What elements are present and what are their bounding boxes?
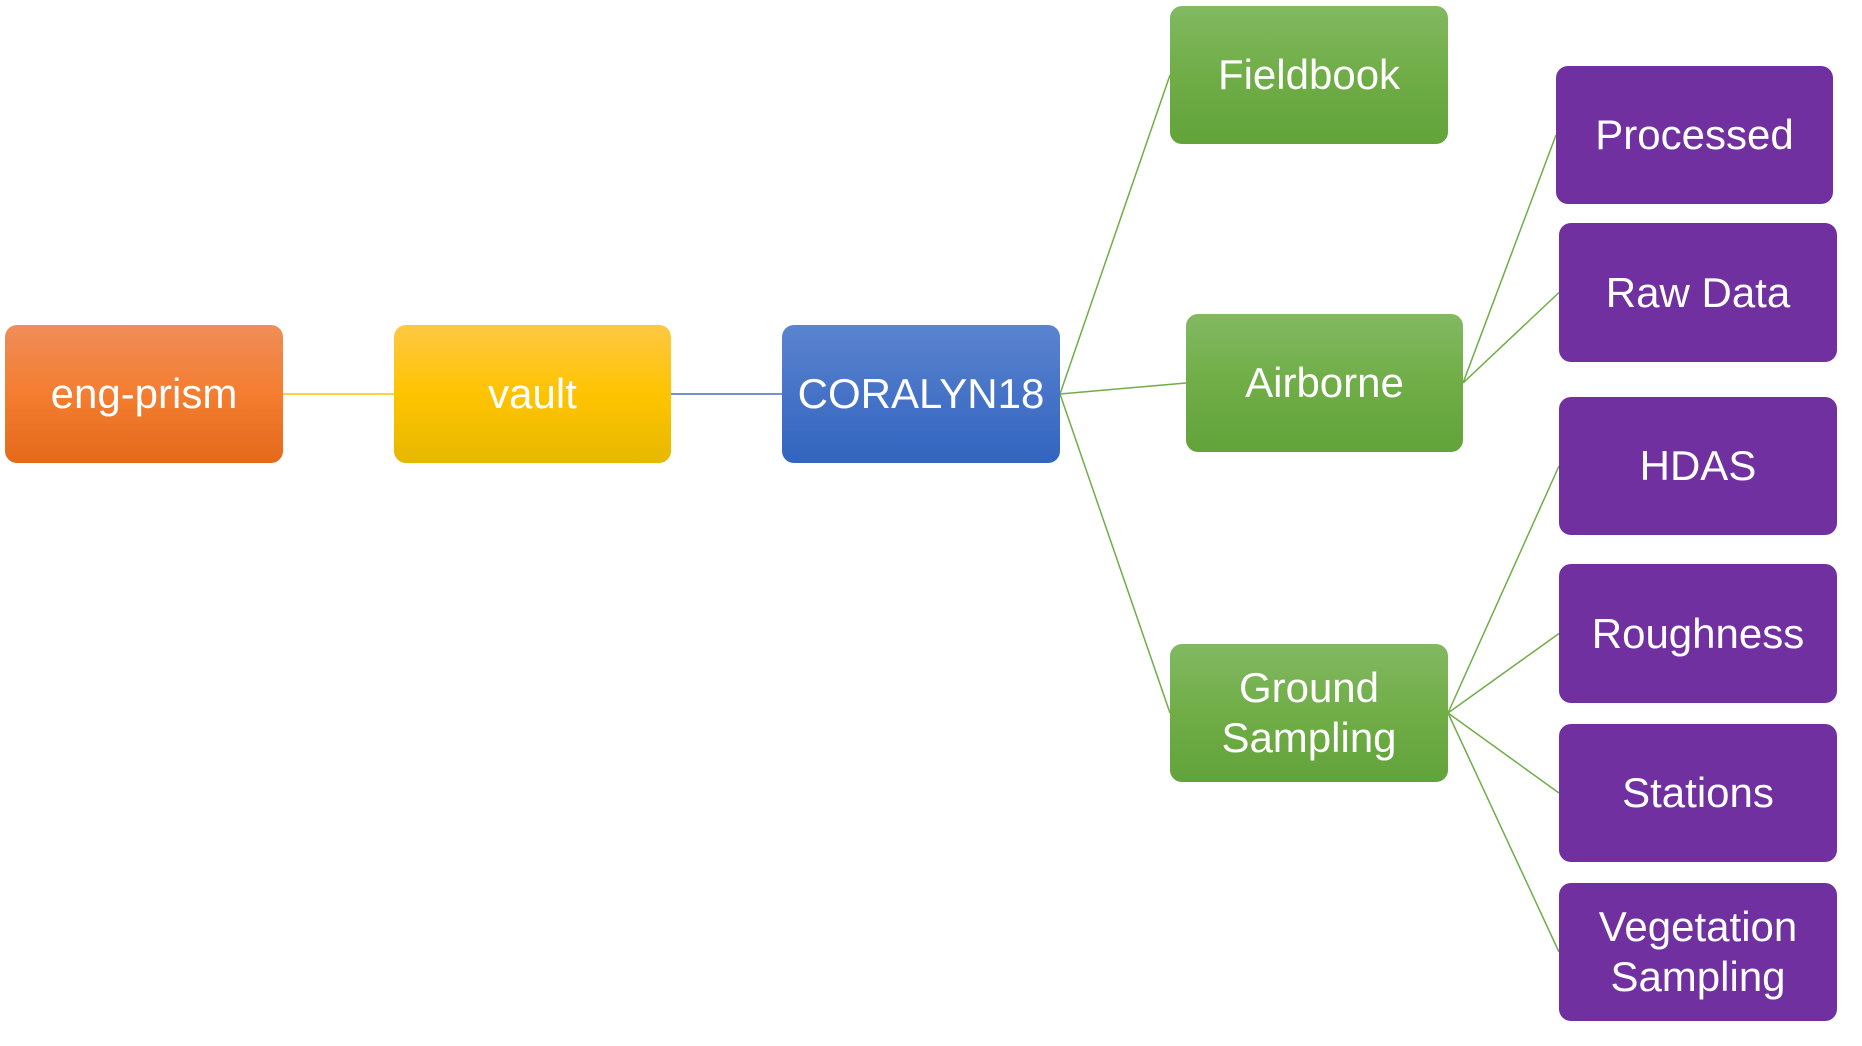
node-label: vault bbox=[488, 370, 577, 418]
connector-coralyn18-to-ground_sampling bbox=[1059, 393, 1171, 714]
node-raw-data[interactable]: Raw Data bbox=[1559, 223, 1837, 362]
connector-ground_sampling-to-stations bbox=[1447, 712, 1560, 794]
node-ground-sampling[interactable]: Ground Sampling bbox=[1170, 644, 1448, 782]
connector-airborne-to-processed bbox=[1462, 134, 1557, 384]
connector-coralyn18-to-fieldbook bbox=[1059, 74, 1171, 395]
connector-coralyn18-to-airborne bbox=[1059, 382, 1187, 395]
node-label: eng-prism bbox=[50, 370, 238, 418]
node-label: Processed bbox=[1595, 111, 1794, 159]
node-label: Roughness bbox=[1591, 609, 1805, 657]
node-label: Ground Sampling bbox=[1221, 664, 1397, 761]
node-label: Vegetation Sampling bbox=[1598, 903, 1798, 1000]
node-label: Raw Data bbox=[1605, 268, 1791, 316]
node-label: Airborne bbox=[1245, 359, 1404, 407]
node-label: HDAS bbox=[1639, 442, 1757, 490]
node-processed[interactable]: Processed bbox=[1556, 66, 1833, 204]
node-label: Stations bbox=[1622, 769, 1774, 817]
node-fieldbook[interactable]: Fieldbook bbox=[1170, 6, 1448, 144]
connector-ground_sampling-to-hdas bbox=[1447, 465, 1560, 714]
node-coralyn18[interactable]: CORALYN18 bbox=[782, 325, 1060, 463]
connector-ground_sampling-to-roughness bbox=[1447, 632, 1560, 714]
connector-ground_sampling-to-vegetation_sampling bbox=[1447, 712, 1560, 953]
node-label: CORALYN18 bbox=[797, 370, 1045, 418]
node-eng-prism[interactable]: eng-prism bbox=[5, 325, 283, 463]
node-hdas[interactable]: HDAS bbox=[1559, 397, 1837, 535]
node-airborne[interactable]: Airborne bbox=[1186, 314, 1463, 452]
node-label: Fieldbook bbox=[1217, 51, 1401, 99]
node-roughness[interactable]: Roughness bbox=[1559, 564, 1837, 703]
node-vault[interactable]: vault bbox=[394, 325, 671, 463]
node-stations[interactable]: Stations bbox=[1559, 724, 1837, 862]
node-vegetation-sampling[interactable]: Vegetation Sampling bbox=[1559, 883, 1837, 1021]
connector-airborne-to-raw_data bbox=[1462, 291, 1560, 384]
